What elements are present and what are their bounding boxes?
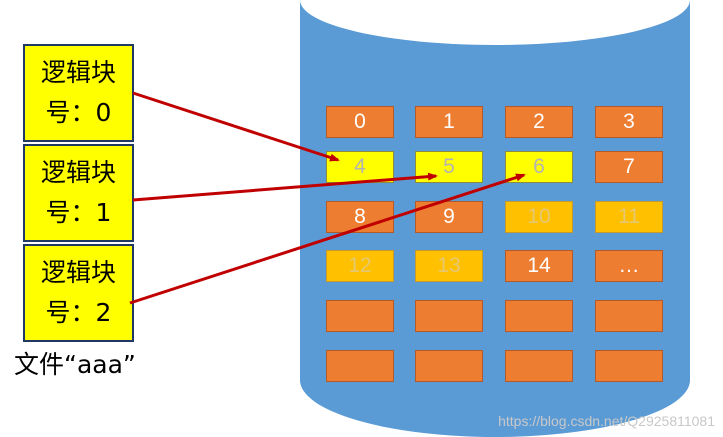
file-name-label: 文件“aaa”: [14, 350, 136, 379]
disk-block-17: [415, 300, 483, 332]
disk-block-22: [505, 350, 573, 382]
disk-block-21: [415, 350, 483, 382]
disk-block-16: [326, 300, 394, 332]
disk-block-7: 7: [595, 151, 663, 183]
disk-block-8: 8: [326, 201, 394, 233]
disk-block-5: 5: [415, 151, 483, 183]
disk-block-3: 3: [595, 106, 663, 138]
disk-block-13: 13: [415, 250, 483, 282]
disk-block-0: 0: [326, 106, 394, 138]
disk-block-4: 4: [326, 151, 394, 183]
cylinder-top: [300, 0, 690, 45]
disk-block-1: 1: [415, 106, 483, 138]
disk-block-15: …: [595, 250, 663, 282]
disk-block-12: 12: [326, 250, 394, 282]
disk-block-20: [326, 350, 394, 382]
disk-block-19: [595, 300, 663, 332]
disk-block-2: 2: [505, 106, 573, 138]
disk-block-23: [595, 350, 663, 382]
watermark: https://blog.csdn.net/Q2925811081: [498, 413, 715, 429]
disk-block-6: 6: [505, 151, 573, 183]
disk-block-9: 9: [415, 201, 483, 233]
disk-block-14: 14: [505, 250, 573, 282]
logical-block-2: 逻辑块 号：2: [23, 244, 134, 342]
disk-block-11: 11: [595, 201, 663, 233]
logical-block-1: 逻辑块 号：1: [23, 144, 134, 242]
logical-block-0: 逻辑块 号：0: [23, 44, 134, 142]
disk-block-18: [505, 300, 573, 332]
disk-block-10: 10: [505, 201, 573, 233]
